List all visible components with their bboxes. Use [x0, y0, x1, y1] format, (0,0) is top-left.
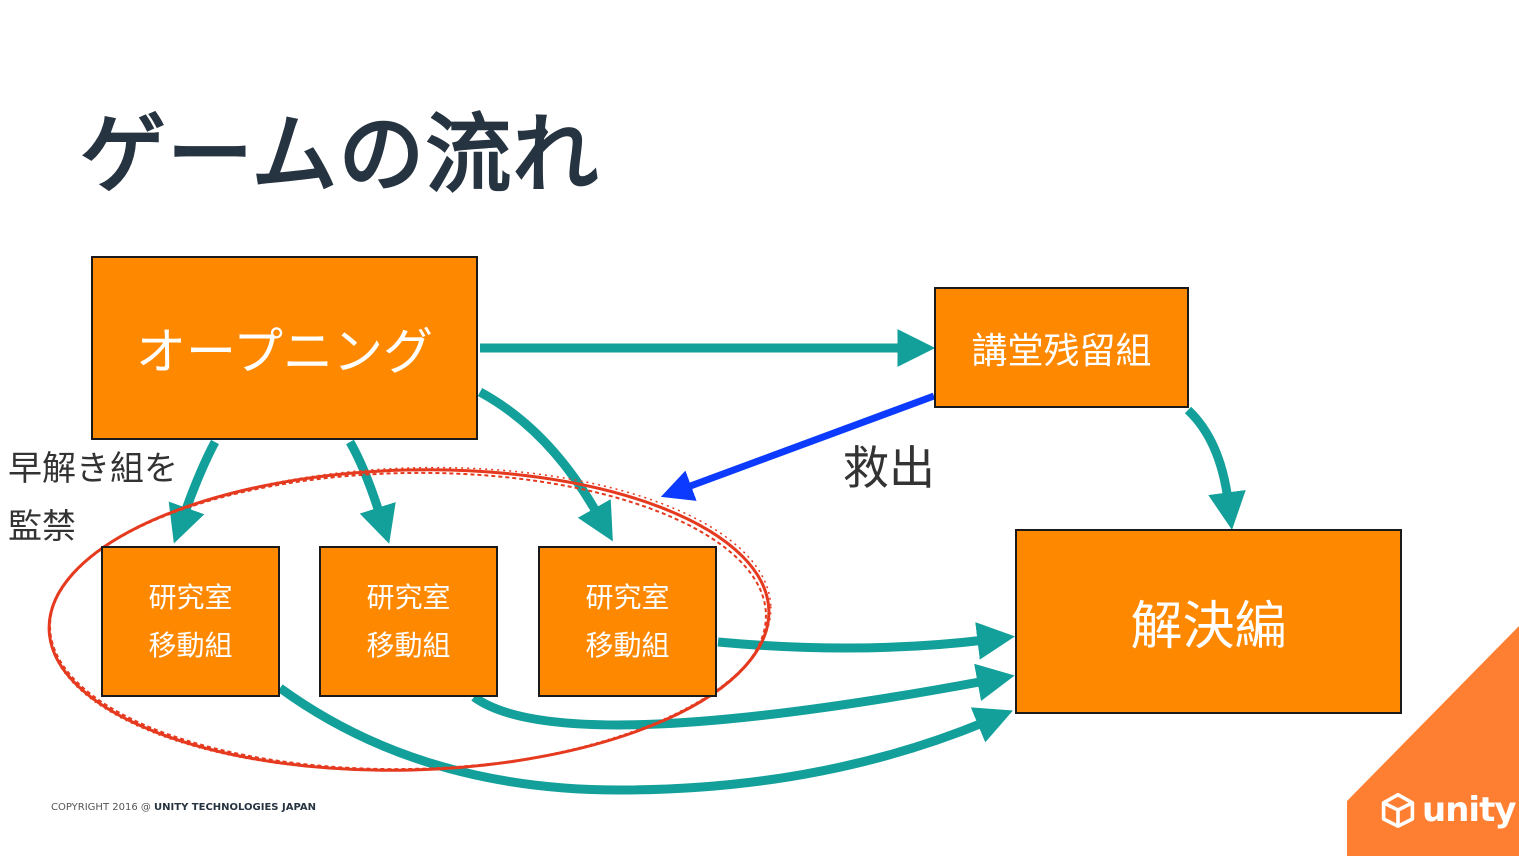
unity-logo: unity [1380, 790, 1516, 830]
arrow-lecture-to-resolution [1184, 406, 1246, 530]
arrow-lab2-to-resolution [471, 663, 1015, 730]
confine-note-line2: 監禁 [8, 507, 76, 547]
confine-note-line1: 早解き組を [8, 449, 178, 489]
lab-box-3-line2: 移動組 [585, 628, 670, 662]
unity-cube-icon [1381, 792, 1415, 828]
arrow-opening-to-lab3 [477, 388, 613, 542]
lab-box-1-line1: 研究室 [148, 580, 233, 614]
lab-box-2: 研究室 移動組 [319, 546, 498, 697]
lab-box-1: 研究室 移動組 [101, 546, 280, 697]
opening-box: オープニング [91, 256, 478, 440]
resolution-label: 解決編 [1130, 597, 1287, 657]
highlight-ellipse [47, 466, 772, 772]
lab-box-2-line2: 移動組 [366, 628, 451, 662]
copyright-footer: COPYRIGHT 2016 @ UNITY TECHNOLOGIES JAPA… [51, 802, 316, 813]
copyright-prefix: COPYRIGHT 2016 @ [51, 802, 151, 813]
copyright-company: UNITY TECHNOLOGIES JAPAN [154, 802, 316, 813]
resolution-box: 解決編 [1015, 529, 1402, 714]
arrow-lab3-to-resolution [717, 622, 1016, 660]
unity-wordmark: unity [1422, 790, 1516, 830]
lecture-hall-label: 講堂残留組 [971, 330, 1152, 372]
lab-box-3: 研究室 移動組 [538, 546, 717, 697]
rescue-label: 救出 [843, 441, 935, 495]
lab-box-2-line1: 研究室 [366, 580, 451, 614]
lab-box-3-line1: 研究室 [585, 580, 670, 614]
arrow-lab1-to-resolution [277, 684, 1013, 795]
opening-label: オープニング [136, 323, 433, 381]
confine-note: 早解き組を 監禁 [8, 440, 178, 556]
lab-box-1-line2: 移動組 [148, 628, 233, 662]
slide-title: ゲームの流れ [80, 105, 600, 205]
lecture-hall-box: 講堂残留組 [934, 287, 1189, 408]
arrow-opening-to-lab2 [346, 439, 396, 544]
arrow-rescue [660, 392, 936, 501]
